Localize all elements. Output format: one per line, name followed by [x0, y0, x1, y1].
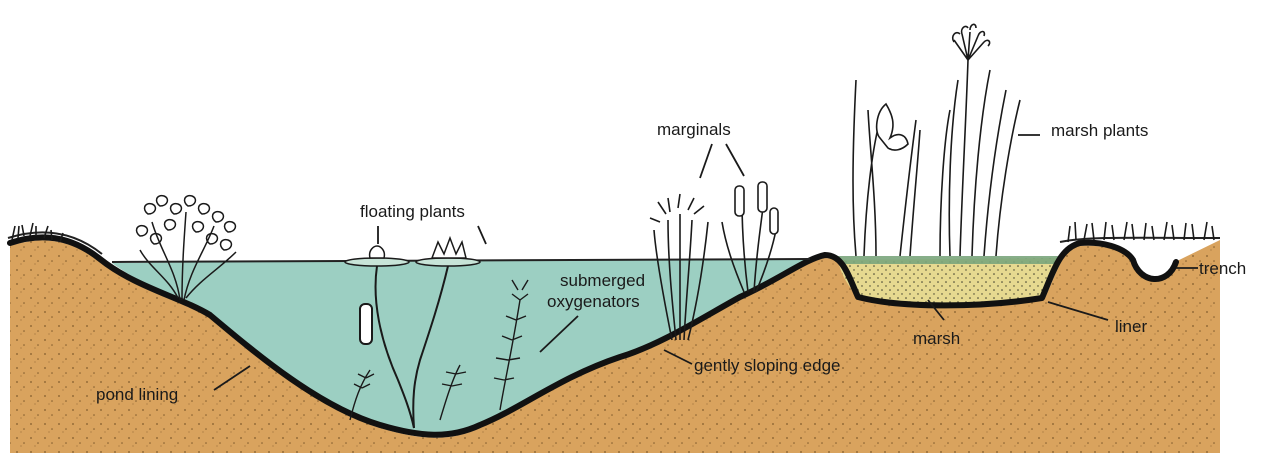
label-marsh: marsh	[913, 329, 960, 349]
label-liner: liner	[1115, 317, 1147, 337]
soil-surface-line	[8, 232, 1220, 254]
label-pond-lining: pond lining	[96, 385, 178, 405]
label-trench: trench	[1199, 259, 1246, 279]
leader-floating-plants	[378, 226, 486, 244]
floating-plant-right	[416, 238, 480, 266]
marsh-grass-strip	[838, 256, 1058, 264]
marsh-plants	[853, 24, 1020, 256]
label-submerged: submerged	[560, 270, 645, 291]
label-oxygenators: oxygenators	[547, 291, 640, 312]
label-marginals: marginals	[657, 120, 731, 140]
label-floating-plants: floating plants	[360, 202, 465, 222]
leader-marginals-left	[700, 144, 712, 178]
label-gently-sloping-edge: gently sloping edge	[694, 356, 841, 376]
label-marsh-plants: marsh plants	[1051, 121, 1148, 141]
floating-plant-left	[345, 246, 409, 266]
leader-marginals-right	[726, 144, 744, 176]
